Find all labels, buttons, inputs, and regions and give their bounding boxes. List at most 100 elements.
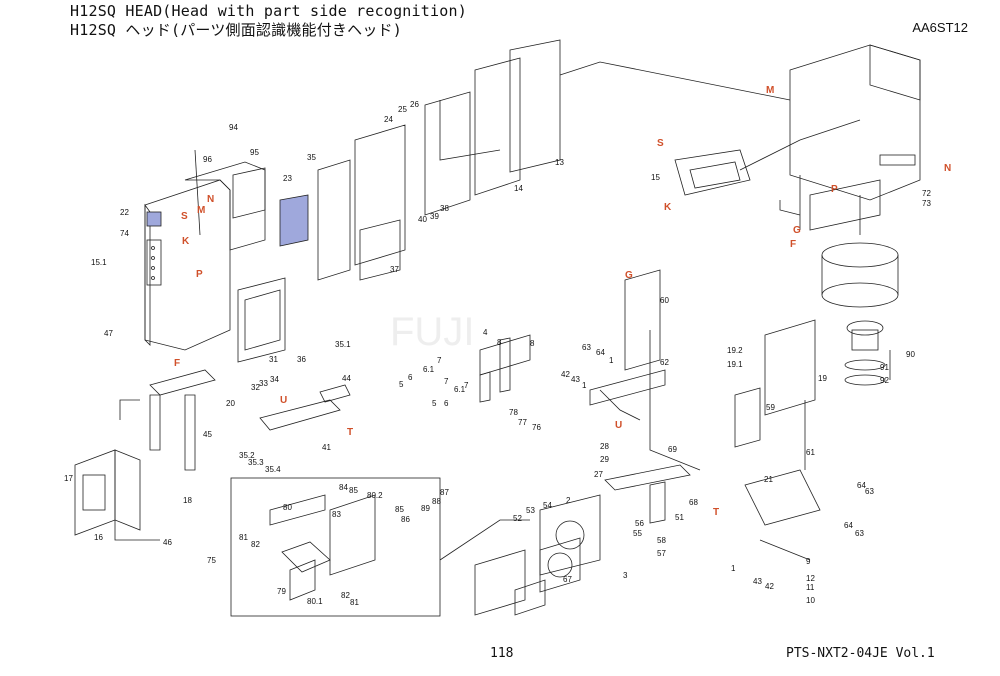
svg-text:20: 20 bbox=[226, 399, 235, 408]
svg-text:82: 82 bbox=[251, 540, 260, 549]
svg-text:19.2: 19.2 bbox=[727, 346, 743, 355]
svg-text:78: 78 bbox=[509, 408, 518, 417]
svg-text:1: 1 bbox=[731, 564, 736, 573]
body-housing bbox=[144, 149, 266, 351]
svg-text:72: 72 bbox=[922, 189, 931, 198]
svg-text:40: 40 bbox=[418, 215, 427, 224]
svg-text:18: 18 bbox=[183, 496, 192, 505]
svg-text:45: 45 bbox=[203, 430, 212, 439]
svg-text:3: 3 bbox=[623, 571, 628, 580]
title-jp: H12SQ ヘッド(パーツ側面認識機能付きヘッド) bbox=[70, 21, 402, 39]
svg-text:60: 60 bbox=[660, 296, 669, 305]
svg-text:U: U bbox=[615, 420, 622, 431]
svg-text:14: 14 bbox=[514, 184, 523, 193]
svg-text:39: 39 bbox=[430, 212, 439, 221]
svg-text:7: 7 bbox=[444, 377, 449, 386]
svg-text:36: 36 bbox=[297, 355, 306, 364]
svg-text:35.1: 35.1 bbox=[335, 340, 351, 349]
svg-text:64: 64 bbox=[844, 521, 853, 530]
svg-text:83: 83 bbox=[332, 510, 341, 519]
svg-text:21: 21 bbox=[764, 475, 773, 484]
watermark: FUJI bbox=[390, 310, 474, 354]
top-right-frame bbox=[789, 44, 921, 235]
svg-text:24: 24 bbox=[384, 115, 393, 124]
svg-text:S: S bbox=[181, 211, 188, 222]
svg-text:28: 28 bbox=[600, 442, 609, 451]
svg-text:K: K bbox=[182, 236, 190, 247]
svg-text:K: K bbox=[664, 202, 672, 213]
svg-text:64: 64 bbox=[857, 481, 866, 490]
svg-text:G: G bbox=[793, 225, 801, 236]
svg-text:34: 34 bbox=[270, 375, 279, 384]
svg-text:80: 80 bbox=[283, 503, 292, 512]
svg-text:N: N bbox=[944, 163, 951, 174]
svg-text:19: 19 bbox=[818, 374, 827, 383]
svg-text:29: 29 bbox=[600, 455, 609, 464]
svg-text:68: 68 bbox=[689, 498, 698, 507]
svg-text:67: 67 bbox=[563, 575, 572, 584]
svg-text:42: 42 bbox=[765, 582, 774, 591]
svg-text:52: 52 bbox=[513, 514, 522, 523]
svg-text:47: 47 bbox=[104, 329, 113, 338]
page-number: 118 bbox=[490, 646, 514, 661]
svg-text:77: 77 bbox=[518, 418, 527, 427]
svg-text:19.1: 19.1 bbox=[727, 360, 743, 369]
svg-text:58: 58 bbox=[657, 536, 666, 545]
svg-text:9: 9 bbox=[806, 557, 811, 566]
svg-text:63: 63 bbox=[855, 529, 864, 538]
svg-text:13: 13 bbox=[555, 158, 564, 167]
svg-text:F: F bbox=[790, 239, 796, 250]
svg-text:89: 89 bbox=[421, 504, 430, 513]
svg-text:55: 55 bbox=[633, 529, 642, 538]
svg-text:11: 11 bbox=[806, 583, 815, 592]
svg-text:63: 63 bbox=[582, 343, 591, 352]
svg-text:P: P bbox=[831, 184, 838, 195]
svg-text:95: 95 bbox=[250, 148, 259, 157]
drawing-code: AA6ST12 bbox=[912, 20, 968, 35]
svg-text:F: F bbox=[174, 358, 180, 369]
svg-text:76: 76 bbox=[532, 423, 541, 432]
svg-text:4: 4 bbox=[483, 328, 488, 337]
svg-text:38: 38 bbox=[440, 204, 449, 213]
svg-text:42: 42 bbox=[561, 370, 570, 379]
svg-text:27: 27 bbox=[594, 470, 603, 479]
svg-text:81: 81 bbox=[239, 533, 248, 542]
svg-text:T: T bbox=[713, 507, 719, 518]
svg-text:63: 63 bbox=[865, 487, 874, 496]
svg-text:94: 94 bbox=[229, 123, 238, 132]
svg-text:37: 37 bbox=[390, 265, 399, 274]
svg-text:15.1: 15.1 bbox=[91, 258, 107, 267]
svg-text:91: 91 bbox=[880, 363, 889, 372]
svg-text:32: 32 bbox=[251, 383, 260, 392]
svg-text:T: T bbox=[347, 427, 353, 438]
svg-text:5: 5 bbox=[399, 380, 404, 389]
svg-text:85: 85 bbox=[349, 486, 358, 495]
svg-text:26: 26 bbox=[410, 100, 419, 109]
svg-text:33: 33 bbox=[259, 379, 268, 388]
svg-text:G: G bbox=[625, 270, 633, 281]
svg-text:S: S bbox=[657, 138, 664, 149]
svg-text:87: 87 bbox=[440, 488, 449, 497]
svg-text:64: 64 bbox=[596, 348, 605, 357]
svg-text:88: 88 bbox=[432, 497, 441, 506]
svg-text:15: 15 bbox=[651, 173, 660, 182]
svg-text:16: 16 bbox=[94, 533, 103, 542]
svg-text:80.2: 80.2 bbox=[367, 491, 383, 500]
svg-text:74: 74 bbox=[120, 229, 129, 238]
svg-text:23: 23 bbox=[283, 174, 292, 183]
title-en: H12SQ HEAD(Head with part side recogniti… bbox=[70, 2, 467, 20]
svg-text:2: 2 bbox=[566, 496, 571, 505]
svg-text:59: 59 bbox=[766, 403, 775, 412]
svg-text:61: 61 bbox=[806, 448, 815, 457]
svg-text:54: 54 bbox=[543, 501, 552, 510]
svg-text:43: 43 bbox=[753, 577, 762, 586]
svg-text:31: 31 bbox=[269, 355, 278, 364]
svg-text:1: 1 bbox=[582, 381, 587, 390]
svg-text:92: 92 bbox=[880, 376, 889, 385]
svg-text:6: 6 bbox=[444, 399, 449, 408]
svg-text:82: 82 bbox=[341, 591, 350, 600]
svg-text:7: 7 bbox=[437, 356, 442, 365]
svg-text:U: U bbox=[280, 395, 287, 406]
svg-text:90: 90 bbox=[906, 350, 915, 359]
svg-text:N: N bbox=[207, 194, 214, 205]
